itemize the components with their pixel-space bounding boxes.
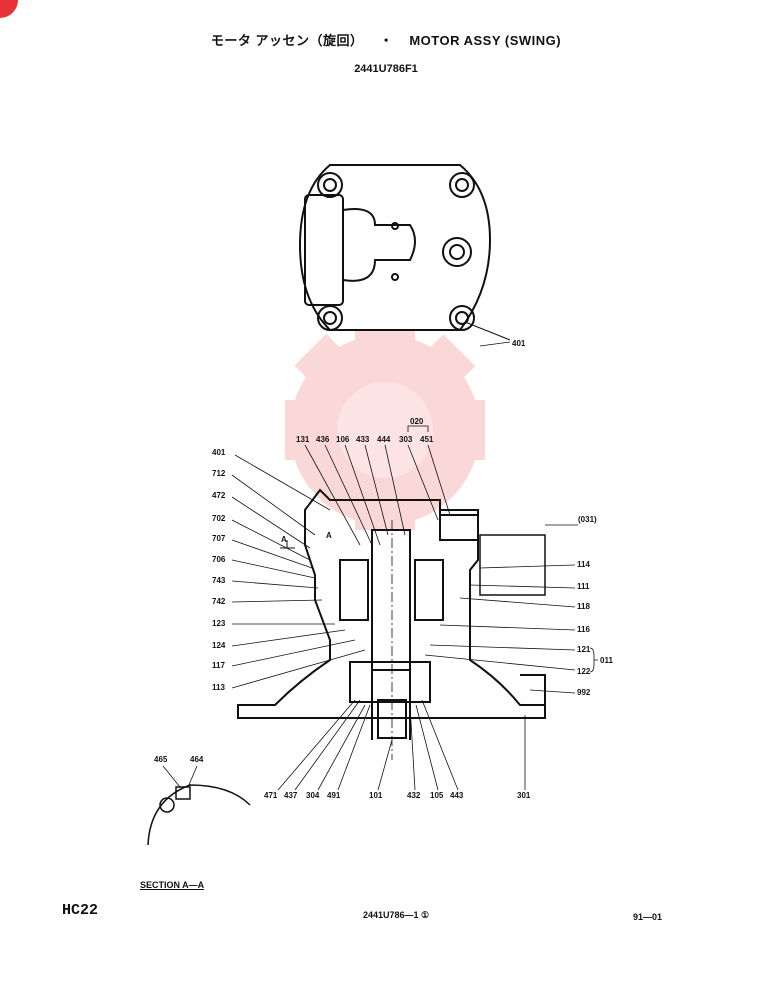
label-top-444: 444	[377, 435, 391, 444]
label-top-433: 433	[356, 435, 370, 444]
label-right-116: 116	[577, 625, 590, 634]
section-marker-label-right: A	[326, 531, 332, 540]
section-view-drawing	[237, 488, 546, 760]
title-separator: ・	[379, 33, 394, 48]
label-left-123: 123	[212, 619, 226, 628]
label-left-712: 712	[212, 469, 226, 478]
section-marker-label-left: A	[281, 535, 287, 544]
label-top-view-401: 401	[512, 339, 526, 348]
label-top-303: 303	[399, 435, 413, 444]
watermark-gear-icon	[285, 330, 485, 530]
title-jp: モータ アッセン（旋回）	[210, 33, 364, 48]
label-bottom-437: 437	[284, 791, 298, 800]
label-top-106: 106	[336, 435, 350, 444]
drawing-number: 2441U786F1	[354, 63, 418, 75]
label-right-114: 114	[577, 560, 590, 569]
label-bottom-105: 105	[430, 791, 444, 800]
label-detail-464: 464	[190, 755, 204, 764]
footer-drawing-code: 2441U786—1 ①	[363, 910, 430, 920]
label-bottom-471: 471	[264, 791, 278, 800]
label-detail-465: 465	[154, 755, 168, 764]
label-left-124: 124	[212, 641, 226, 650]
label-top-131: 131	[296, 435, 310, 444]
label-group-020: 020	[410, 417, 424, 426]
leader-lines	[231, 341, 598, 791]
label-top-436: 436	[316, 435, 330, 444]
label-left-702: 702	[212, 514, 226, 523]
label-left-472: 472	[212, 491, 226, 500]
label-left-743: 743	[212, 576, 226, 585]
page-title: モータ アッセン（旋回） ・ MOTOR ASSY (SWING)	[0, 30, 772, 49]
label-left-706: 706	[212, 555, 226, 564]
label-right-121: 121	[577, 645, 591, 654]
label-bottom-301: 301	[517, 791, 531, 800]
label-left-401: 401	[212, 448, 226, 457]
label-bottom-432: 432	[407, 791, 421, 800]
label-bottom-101: 101	[369, 791, 383, 800]
section-aa-title: SECTION A—A	[140, 880, 205, 890]
footer-page-number: 91—01	[633, 912, 663, 922]
label-group-011: 011	[600, 656, 613, 665]
label-right-122: 122	[577, 667, 591, 676]
label-left-707: 707	[212, 534, 226, 543]
label-left-117: 117	[212, 661, 225, 670]
label-bottom-443: 443	[450, 791, 464, 800]
section-aa-detail	[147, 765, 251, 846]
top-view-drawing	[298, 164, 511, 341]
label-bottom-304: 304	[306, 791, 320, 800]
label-right-111: 111	[577, 582, 590, 591]
label-left-742: 742	[212, 597, 226, 606]
label-right-031: (031)	[578, 515, 597, 524]
label-top-451: 451	[420, 435, 434, 444]
title-en: MOTOR ASSY (SWING)	[409, 33, 562, 48]
model-code: HC22	[62, 902, 99, 919]
section-marker-left	[280, 540, 295, 549]
label-right-118: 118	[577, 602, 590, 611]
label-left-113: 113	[212, 683, 225, 692]
label-right-992: 992	[577, 688, 591, 697]
label-bottom-491: 491	[327, 791, 341, 800]
